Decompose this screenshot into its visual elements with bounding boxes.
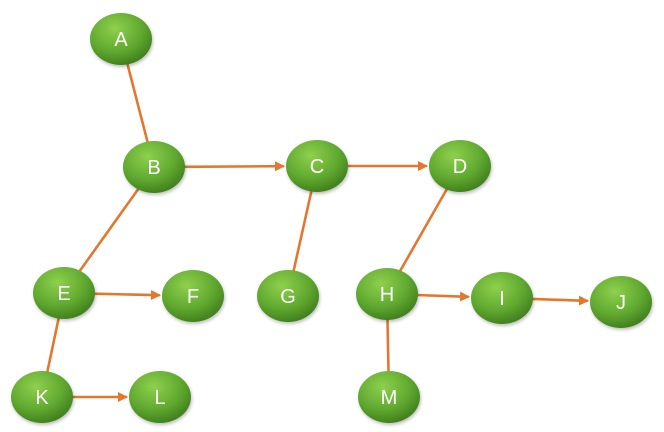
edge-i-j: [529, 295, 590, 306]
edges-layer: [45, 61, 590, 402]
node-label: D: [453, 156, 467, 178]
node-shape: [11, 371, 73, 423]
node-shape: [471, 272, 533, 324]
node-shape: [356, 268, 418, 320]
edge-d-h: [398, 186, 449, 274]
edge-h-m: [386, 316, 390, 375]
node-label: J: [616, 292, 626, 314]
node-g: G: [257, 270, 319, 322]
edge-b-e: [77, 186, 141, 274]
node-label: L: [154, 387, 165, 409]
node-label: H: [380, 284, 394, 306]
node-shape: [162, 270, 224, 322]
edge-e-f: [91, 290, 162, 301]
node-l: L: [129, 371, 191, 423]
node-label: B: [147, 157, 160, 179]
node-shape: [429, 140, 491, 192]
node-shape: [129, 371, 191, 423]
node-label: F: [187, 286, 199, 308]
edge-c-g: [291, 188, 314, 274]
node-shape: [590, 276, 652, 328]
nodes-layer: A B C D E F G H I J K L M: [11, 13, 652, 423]
node-i: I: [471, 272, 533, 324]
node-c: C: [286, 140, 348, 192]
edge-e-k: [45, 315, 61, 375]
node-shape: [90, 13, 152, 65]
node-shape: [123, 141, 185, 193]
node-label: A: [114, 29, 128, 51]
node-f: F: [162, 270, 224, 322]
node-label: I: [499, 288, 505, 310]
node-e: E: [33, 267, 95, 319]
node-j: J: [590, 276, 652, 328]
node-label: E: [57, 283, 70, 305]
node-b: B: [123, 141, 185, 193]
edge-h-i: [414, 291, 471, 302]
node-h: H: [356, 268, 418, 320]
node-label: K: [35, 387, 49, 409]
edge-a-b: [125, 61, 150, 145]
node-label: C: [310, 156, 324, 178]
node-shape: [358, 371, 420, 423]
node-shape: [286, 140, 348, 192]
edge-b-c: [181, 161, 286, 172]
node-a: A: [90, 13, 152, 65]
node-label: G: [280, 286, 296, 308]
node-shape: [33, 267, 95, 319]
node-m: M: [358, 371, 420, 423]
node-d: D: [429, 140, 491, 192]
node-shape: [257, 270, 319, 322]
node-k: K: [11, 371, 73, 423]
node-label: M: [381, 387, 398, 409]
